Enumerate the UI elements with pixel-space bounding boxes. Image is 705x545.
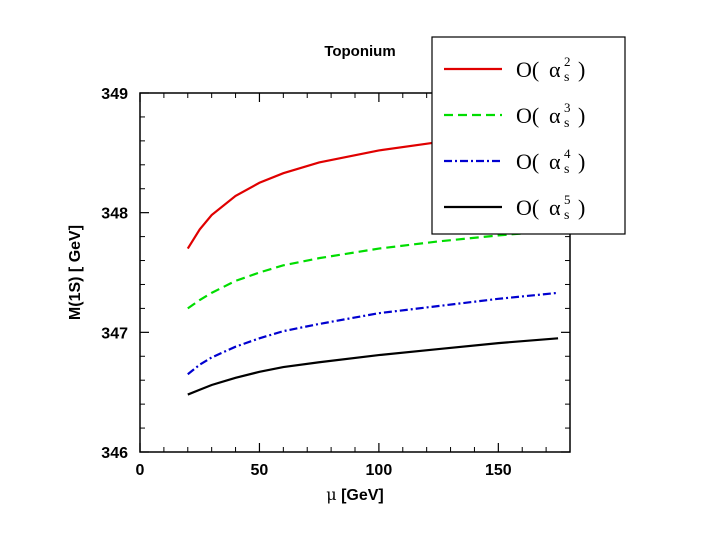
legend-alpha: α xyxy=(549,195,561,220)
series-line-order-3 xyxy=(187,229,559,310)
legend-prefix: O( xyxy=(516,149,539,174)
legend-subscript: s xyxy=(564,70,569,85)
legend-order-superscript: 3 xyxy=(564,100,571,115)
legend-prefix: O( xyxy=(516,195,539,220)
legend-order-superscript: 4 xyxy=(564,146,571,161)
legend-suffix: ) xyxy=(578,195,585,220)
legend-suffix: ) xyxy=(578,103,585,128)
legend-prefix: O( xyxy=(516,103,539,128)
x-tick-label: 50 xyxy=(251,462,269,479)
legend-subscript: s xyxy=(564,116,569,131)
y-tick-label: 346 xyxy=(101,445,128,462)
series-line-order-4 xyxy=(187,291,559,376)
legend-alpha: α xyxy=(549,103,561,128)
x-axis-title: μ [GeV] xyxy=(326,485,384,504)
y-tick-label: 349 xyxy=(101,86,128,103)
y-axis-title: M(1S) [ GeV] xyxy=(67,225,84,320)
legend-suffix: ) xyxy=(578,57,585,82)
legend-prefix: O( xyxy=(516,57,539,82)
y-tick-label: 347 xyxy=(101,325,128,342)
x-axis-title-symbol: μ xyxy=(326,485,336,504)
axis-tick-labels: 0 50 100 150 346 347 348 349 xyxy=(101,86,511,479)
x-tick-label: 150 xyxy=(485,462,512,479)
legend-order-superscript: 2 xyxy=(564,54,571,69)
legend-order-superscript: 5 xyxy=(564,192,571,207)
x-axis-title-rest: [GeV] xyxy=(337,487,384,504)
legend-alpha: α xyxy=(549,57,561,82)
series-line-order-5 xyxy=(187,337,559,396)
legend-alpha: α xyxy=(549,149,561,174)
x-tick-label: 100 xyxy=(366,462,393,479)
legend-subscript: s xyxy=(564,208,569,223)
chart-title: Toponium xyxy=(324,43,395,60)
legend-suffix: ) xyxy=(578,149,585,174)
legend-subscript: s xyxy=(564,162,569,177)
x-tick-label: 0 xyxy=(136,462,145,479)
y-tick-label: 348 xyxy=(101,206,128,223)
